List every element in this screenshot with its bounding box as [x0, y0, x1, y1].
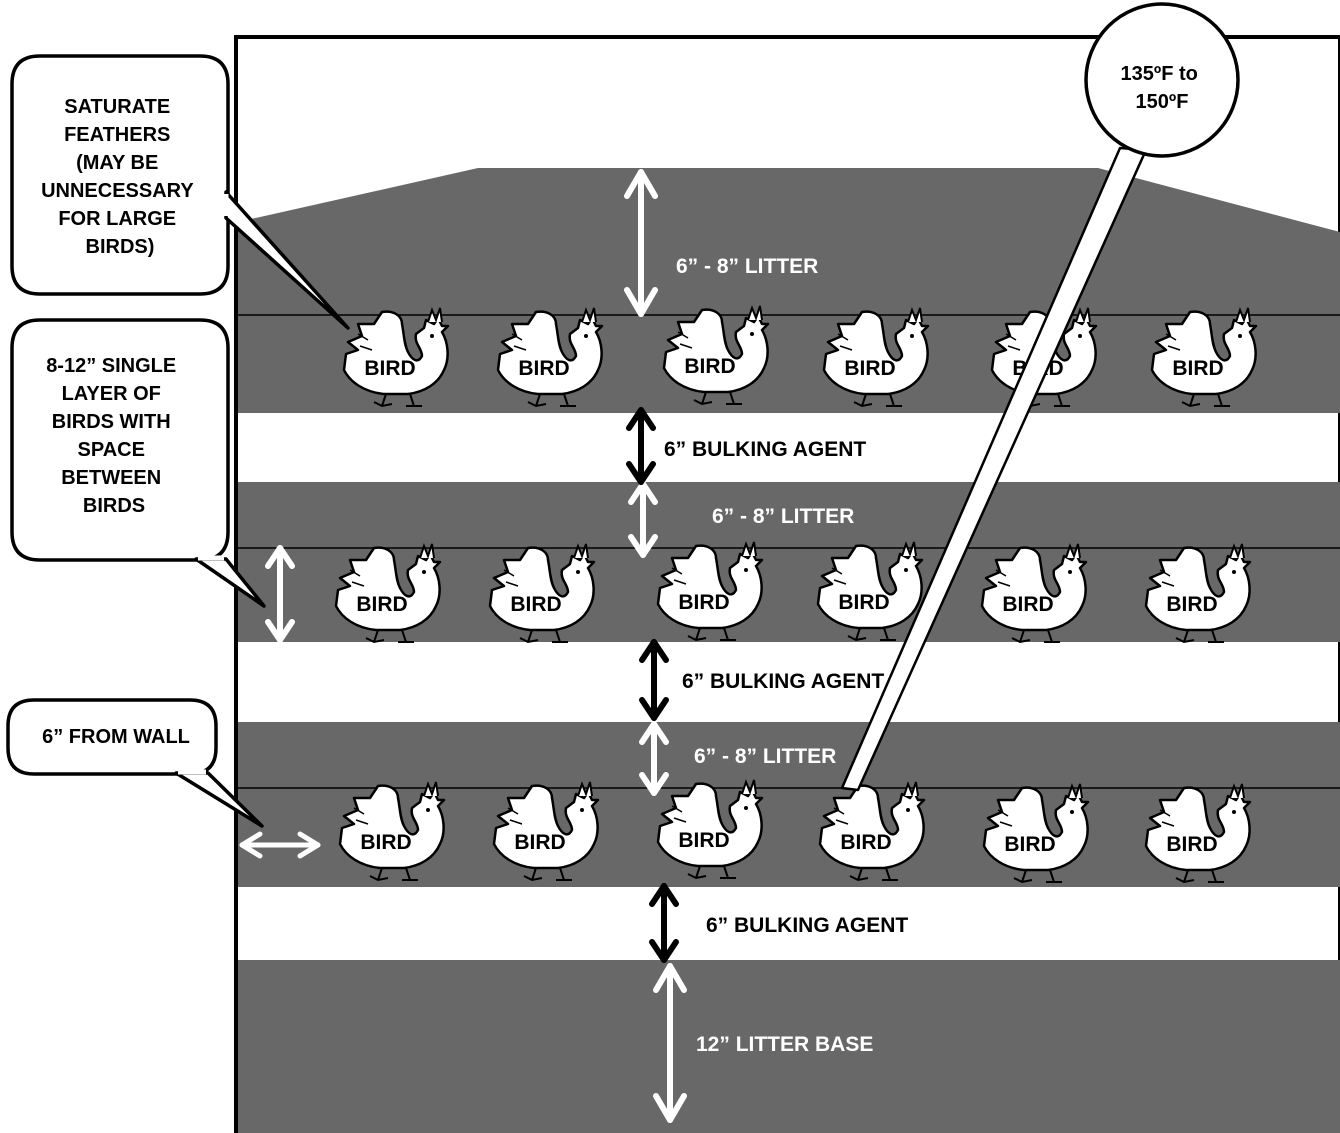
arrow-bird-layer-icon	[265, 545, 295, 643]
temperature-callout	[1084, 2, 1240, 158]
arrow-bulking-1-icon	[626, 407, 656, 485]
callout-saturate-feathers: SATURATE FEATHERS (MAY BE UNNECESSARY FO…	[10, 54, 350, 330]
callout-from-wall: 6” FROM WALL	[6, 698, 264, 828]
svg-text:BIRD: BIRD	[1166, 833, 1217, 856]
svg-text:BIRD: BIRD	[1002, 593, 1053, 616]
label-litter-3: 6” - 8” LITTER	[694, 745, 836, 768]
bird-row-top: BIRD BIRD BIRD BIRD BIRD BIRD	[342, 304, 1258, 408]
svg-text:BIRD: BIRD	[678, 591, 729, 614]
arrow-litter-base-icon	[653, 963, 687, 1123]
label-bulking-3: 6” BULKING AGENT	[706, 914, 908, 937]
bird-icon: BIRD	[1144, 782, 1252, 884]
label-litter-base: 12” LITTER BASE	[696, 1033, 873, 1056]
arrow-litter-3-icon	[639, 721, 669, 796]
svg-text:BIRD: BIRD	[360, 831, 411, 854]
arrow-from-wall-icon	[239, 831, 321, 859]
label-litter-top: 6” - 8” LITTER	[676, 255, 818, 278]
arrow-bulking-2-icon	[639, 639, 669, 721]
svg-text:BIRD: BIRD	[684, 355, 735, 378]
arrow-bulking-3-icon	[649, 883, 679, 963]
bird-icon: BIRD	[342, 306, 450, 408]
svg-text:6” FROM WALL: 6” FROM WALL	[42, 726, 190, 748]
litter-base-layer	[238, 960, 1340, 1133]
label-bulking-1: 6” BULKING AGENT	[664, 438, 866, 461]
bird-icon: BIRD	[982, 782, 1090, 884]
arrow-litter-top-icon	[624, 169, 658, 317]
svg-text:BIRD: BIRD	[356, 593, 407, 616]
svg-text:8-12” SINGLE LAYER OF: 8-12” SINGLE LAYER OF BIRDS WITH SPACE B…	[46, 355, 182, 517]
label-litter-2: 6” - 8” LITTER	[712, 505, 854, 528]
callout-single-layer: 8-12” SINGLE LAYER OF BIRDS WITH SPACE B…	[10, 318, 266, 608]
bird-icon: BIRD	[334, 542, 442, 644]
bird-icon: BIRD	[496, 306, 604, 408]
svg-text:BIRD: BIRD	[1166, 593, 1217, 616]
bird-icon: BIRD	[492, 780, 600, 882]
svg-text:BIRD: BIRD	[518, 357, 569, 380]
svg-text:BIRD: BIRD	[678, 829, 729, 852]
svg-text:BIRD: BIRD	[514, 831, 565, 854]
svg-text:BIRD: BIRD	[1172, 357, 1223, 380]
svg-text:BIRD: BIRD	[838, 591, 889, 614]
bird-icon: BIRD	[488, 542, 596, 644]
bird-icon: BIRD	[818, 780, 926, 882]
bird-icon: BIRD	[662, 304, 770, 406]
temperature-text: 135ºF to 150ºF	[1121, 63, 1204, 113]
bird-icon: BIRD	[1150, 306, 1258, 408]
bird-icon: BIRD	[656, 540, 764, 642]
label-bulking-2: 6” BULKING AGENT	[682, 670, 884, 693]
bird-row-middle: BIRD BIRD BIRD BIRD BIRD BIRD	[334, 540, 1252, 644]
svg-text:BIRD: BIRD	[840, 831, 891, 854]
bird-icon: BIRD	[1144, 542, 1252, 644]
bird-icon: BIRD	[816, 540, 924, 642]
svg-text:BIRD: BIRD	[1004, 833, 1055, 856]
bird-icon: BIRD	[980, 542, 1088, 644]
svg-text:BIRD: BIRD	[844, 357, 895, 380]
bird-icon: BIRD	[656, 778, 764, 880]
bird-row-bottom: BIRD BIRD BIRD BIRD BIRD BIRD	[338, 778, 1252, 884]
bird-icon: BIRD	[338, 780, 446, 882]
svg-text:BIRD: BIRD	[364, 357, 415, 380]
svg-text:BIRD: BIRD	[510, 593, 561, 616]
svg-text:SATURATE FEATHERS: SATURATE FEATHERS (MAY BE UNNECESSARY FO…	[41, 96, 199, 258]
bird-icon: BIRD	[822, 306, 930, 408]
